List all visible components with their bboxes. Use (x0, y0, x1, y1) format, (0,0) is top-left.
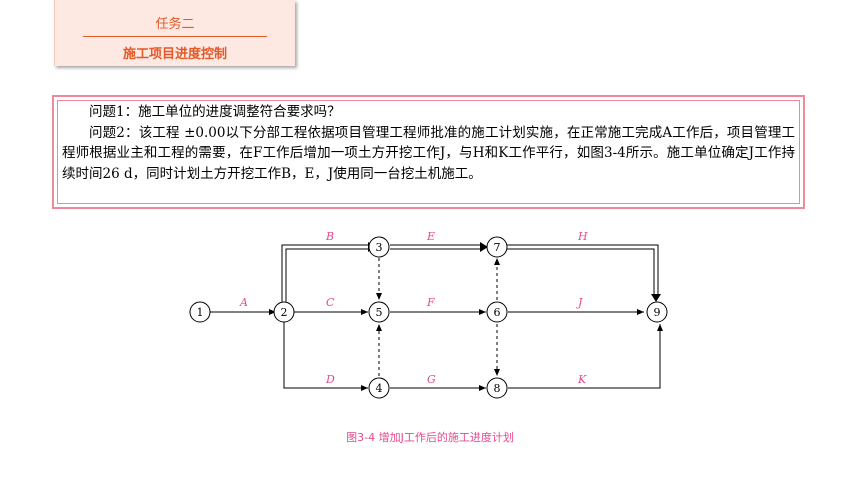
question-box: 问题1：施工单位的进度调整符合要求吗？ 问题2：该工程 ±0.00以下分部工程依… (52, 95, 805, 209)
svg-text:8: 8 (494, 382, 501, 395)
activity-k-arrow (508, 324, 663, 389)
activity-label-h: H (577, 230, 588, 243)
svg-text:1: 1 (197, 306, 204, 319)
node-1: 1 (189, 301, 211, 323)
network-diagram-svg: 1 2 3 4 5 6 7 8 (189, 230, 668, 399)
node-5: 5 (368, 301, 390, 323)
task-card: 任务二 施工项目进度控制 (54, 0, 295, 66)
network-diagram: 1 2 3 4 5 6 7 8 (180, 228, 680, 403)
activity-label-a: A (239, 296, 248, 309)
activity-label-j: J (576, 296, 583, 309)
node-9: 9 (646, 301, 668, 323)
svg-text:7: 7 (494, 241, 501, 254)
figure-caption: 图3-4 增加J工作后的施工进度计划 (346, 431, 514, 444)
activity-b-arrow (281, 242, 376, 302)
question-text: 问题1：施工单位的进度调整符合要求吗？ 问题2：该工程 ±0.00以下分部工程依… (57, 100, 800, 204)
activity-label-b: B (325, 230, 334, 243)
node-3: 3 (368, 236, 390, 258)
task-title: 施工项目进度控制 (122, 47, 227, 62)
node-8: 8 (486, 377, 508, 399)
activity-label-k: K (577, 373, 587, 386)
activity-e-arrow (390, 242, 488, 252)
node-4: 4 (368, 377, 390, 399)
activity-label-f: F (426, 296, 435, 309)
task-divider (83, 36, 267, 37)
activity-label-c: C (326, 296, 335, 309)
activity-label-d: D (325, 373, 335, 386)
svg-text:9: 9 (654, 306, 661, 319)
node-6: 6 (486, 301, 508, 323)
activity-d-arrow (283, 322, 368, 391)
activity-label-g: G (427, 373, 436, 386)
svg-text:3: 3 (376, 241, 383, 254)
svg-text:4: 4 (376, 382, 383, 395)
activity-label-e: E (426, 230, 435, 243)
question-2: 问题2：该工程 ±0.00以下分部工程依据项目管理工程师批准的施工计划实施，在正… (62, 124, 795, 182)
node-7: 7 (486, 236, 508, 258)
node-2: 2 (273, 301, 295, 323)
svg-text:2: 2 (281, 306, 288, 319)
question-1: 问题1：施工单位的进度调整符合要求吗？ (89, 104, 341, 120)
svg-text:5: 5 (376, 306, 383, 319)
task-label: 任务二 (155, 17, 195, 32)
svg-text:6: 6 (494, 306, 501, 319)
activity-h-arrow (506, 244, 661, 302)
